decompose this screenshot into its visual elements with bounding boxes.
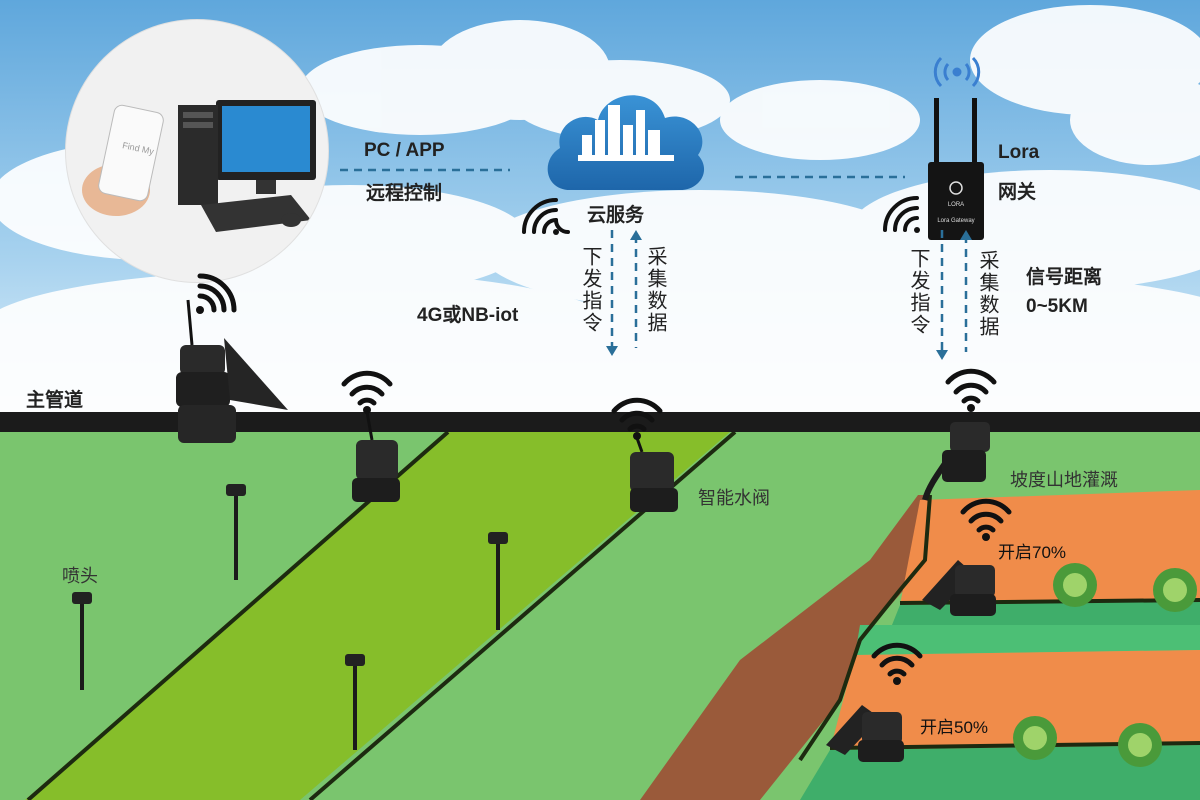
smart-valve-label: 智能水阀	[698, 488, 770, 508]
slope-edge-line	[798, 494, 932, 762]
signal-distance-label: 信号距离	[1026, 267, 1103, 288]
remote-label-line2: 远程控制	[366, 183, 443, 204]
field-lime-strip	[25, 432, 730, 800]
up-data-label-right: 采集数据	[976, 250, 998, 338]
remote-label-line1: PC / APP	[364, 140, 445, 161]
lora-gateway-device: LORA Lora Gateway	[928, 56, 984, 240]
signal-icon-gateway	[883, 196, 920, 233]
smart-valve-2	[630, 437, 678, 512]
signal-icon-main-valve	[196, 273, 237, 314]
cloud-service-icon	[547, 95, 705, 190]
signal-distance-value: 0~5KM	[1026, 296, 1088, 317]
gateway-label-line2: 网关	[998, 182, 1037, 203]
down-command-label-right: 下发指令	[907, 248, 929, 336]
main-pipe	[0, 412, 1200, 432]
gateway-device-brand: LORA	[948, 202, 964, 208]
computer-and-phone-icon: Find My	[82, 100, 316, 232]
sprinkler-heads	[72, 484, 508, 666]
gateway-device-label: Lora Gateway	[937, 218, 974, 224]
wifi-icon-valve-70	[960, 498, 1012, 541]
terrace-mid-orange	[830, 650, 1200, 750]
cloud-label: 云服务	[587, 205, 645, 226]
pc-app-illustration: Find My	[66, 20, 328, 282]
valve-open-50-label: 开启50%	[920, 718, 989, 737]
city-skyline-icon	[578, 105, 674, 161]
sprinkler-label: 喷头	[62, 566, 98, 586]
cabbage-plants	[1013, 563, 1197, 767]
solar-valve-50	[826, 705, 904, 762]
slope-soil	[640, 495, 930, 800]
signal-icon-cloud	[522, 198, 570, 235]
broadcast-icon	[933, 56, 981, 88]
smart-valve-3	[942, 422, 990, 482]
valve-open-70-label: 开启70%	[998, 543, 1067, 562]
up-data-label-left: 采集数据	[644, 246, 666, 334]
main-solar-valve	[176, 299, 288, 443]
down-command-label-left: 下发指令	[579, 246, 601, 334]
smart-valve-1	[352, 411, 400, 502]
slope-irrigation-label: 坡度山地灌溉	[1010, 470, 1118, 490]
wifi-icon-valve-2	[611, 397, 663, 440]
wifi-icon-valve-1	[341, 370, 393, 414]
wifi-icon-valve-3	[945, 368, 997, 412]
solar-valve-70	[922, 560, 996, 616]
sprinkler-risers	[80, 495, 500, 750]
wifi-icon-valve-50	[871, 642, 923, 685]
network-label: 4G或NB-iot	[417, 305, 519, 326]
main-pipe-label: 主管道	[26, 390, 84, 411]
terrace-mid-green	[855, 625, 1200, 655]
gateway-label-line1: Lora	[998, 142, 1040, 163]
